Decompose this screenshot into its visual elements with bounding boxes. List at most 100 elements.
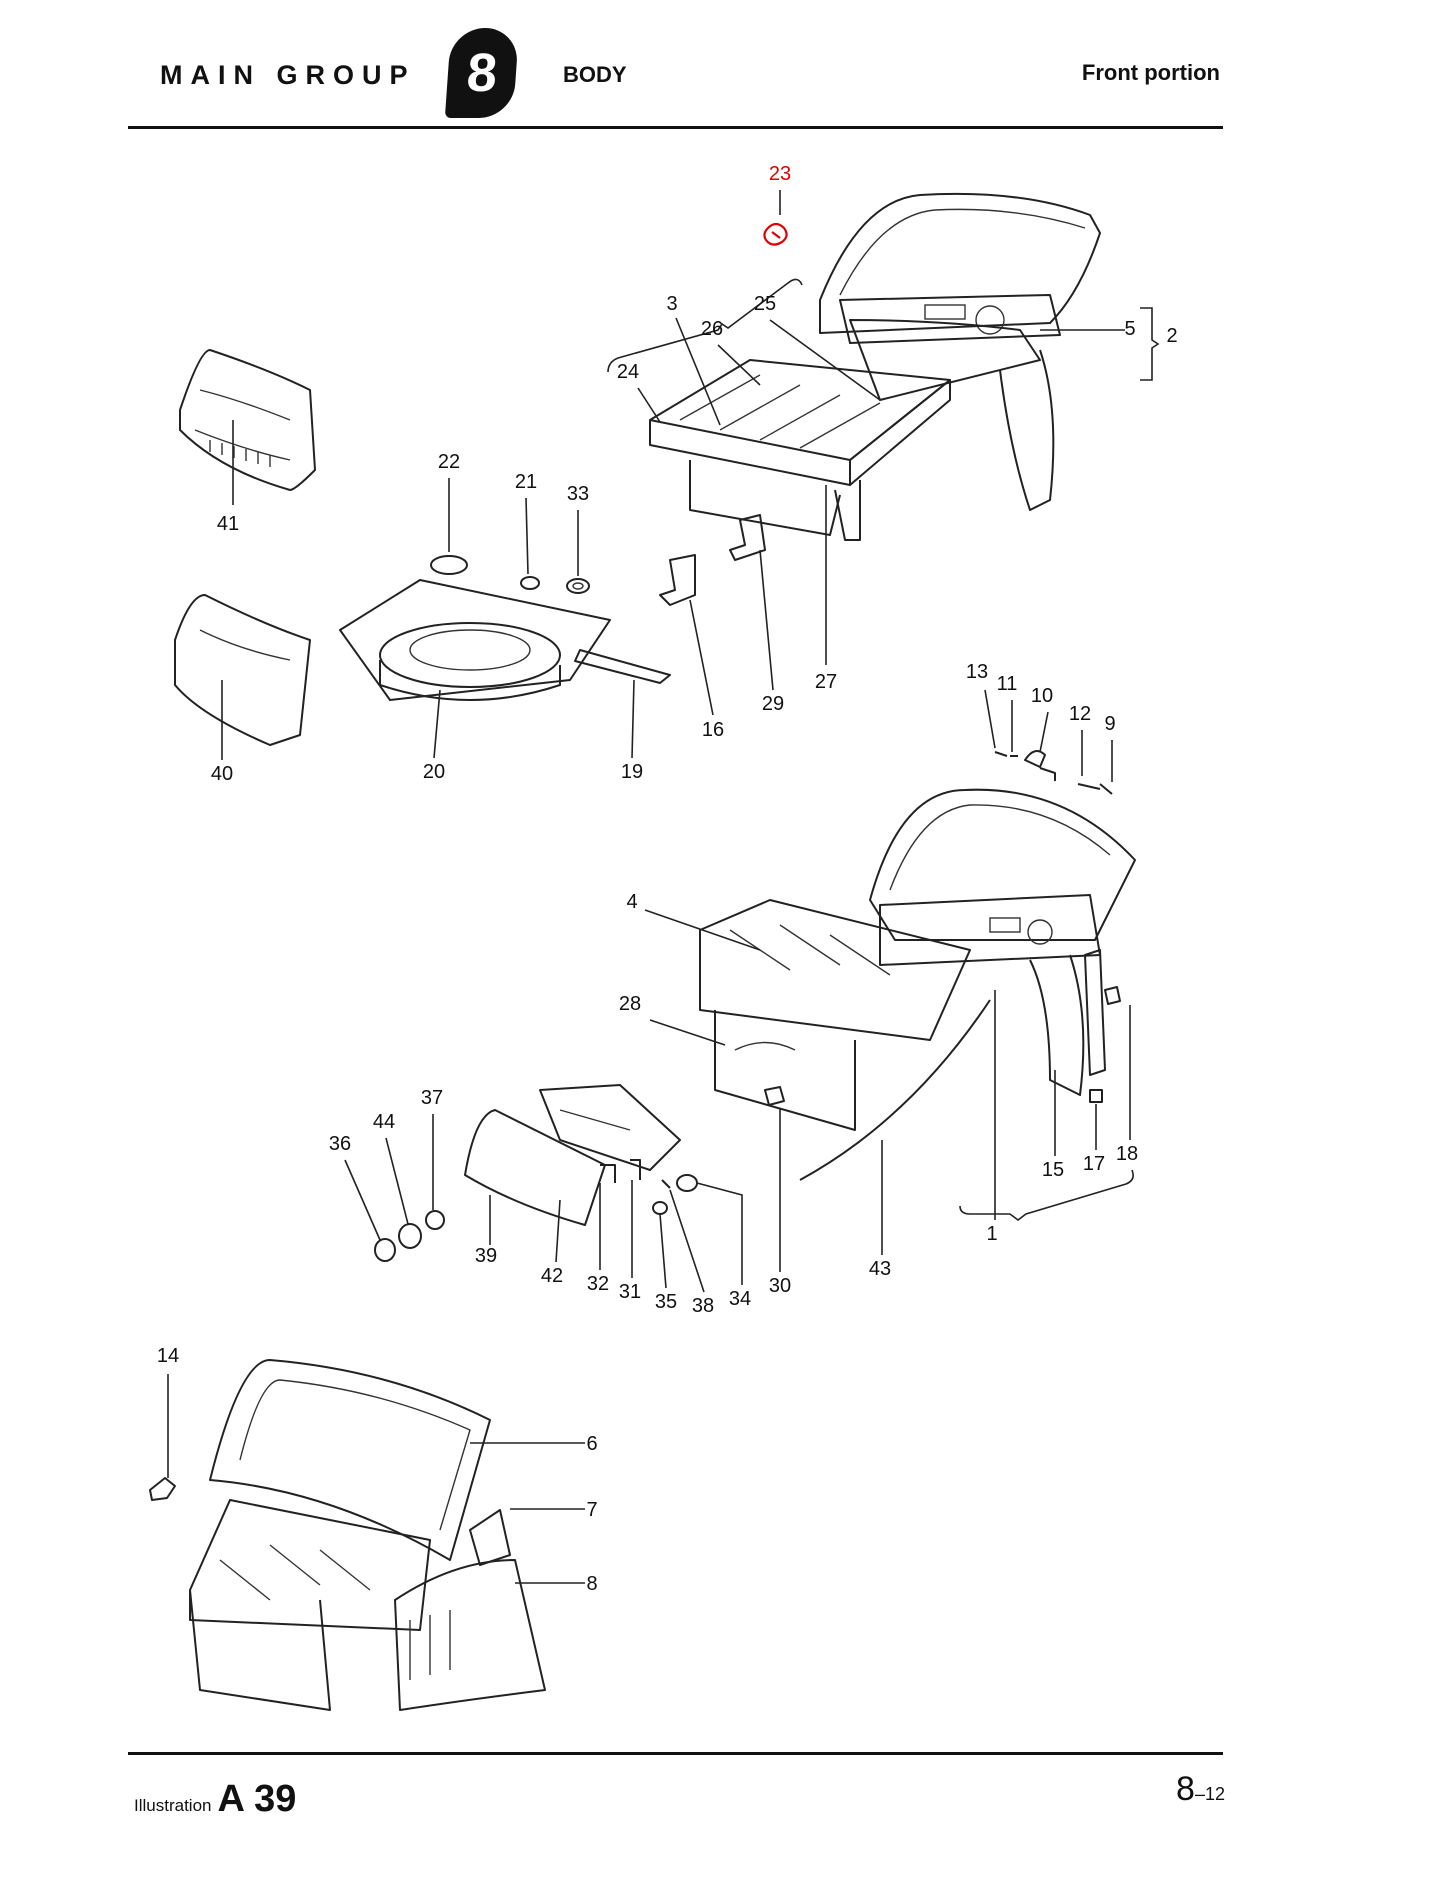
callout-29[interactable]: 29 xyxy=(762,693,784,715)
part-18-bracket[interactable] xyxy=(1104,986,1121,1005)
part-37-nut[interactable] xyxy=(425,1210,445,1230)
part-35-nut[interactable] xyxy=(652,1201,668,1215)
callout-23[interactable]: 23 xyxy=(769,163,791,185)
part-41-front-apron[interactable] xyxy=(179,349,316,491)
part-43-cable[interactable] xyxy=(799,999,991,1181)
callout-26[interactable]: 26 xyxy=(701,318,723,340)
callout-1[interactable]: 1 xyxy=(986,1223,997,1245)
callout-7[interactable]: 7 xyxy=(586,1499,597,1521)
part-28-front-panel[interactable] xyxy=(714,1010,856,1131)
main-group-title: MAIN GROUP xyxy=(160,60,416,90)
callout-20[interactable]: 20 xyxy=(423,761,445,783)
callout-41[interactable]: 41 xyxy=(217,513,239,535)
part-33-grommet[interactable] xyxy=(566,578,590,594)
part-1-front-body-assembly[interactable] xyxy=(869,788,1136,1096)
part-small-fittings-9-13[interactable] xyxy=(994,750,1113,795)
callout-28[interactable]: 28 xyxy=(619,993,641,1015)
callout-40[interactable]: 40 xyxy=(211,763,233,785)
callout-14[interactable]: 14 xyxy=(157,1345,179,1367)
page-number-sub: –12 xyxy=(1194,1784,1225,1804)
part-2-front-assembly[interactable] xyxy=(819,192,1101,511)
leader-line-21 xyxy=(525,497,529,575)
callout-3[interactable]: 3 xyxy=(666,293,677,315)
leader-line-29 xyxy=(759,549,774,691)
part-3-front-panel[interactable] xyxy=(649,359,951,541)
callout-25[interactable]: 25 xyxy=(754,293,776,315)
header-rule xyxy=(128,126,1223,129)
callout-18[interactable]: 18 xyxy=(1116,1143,1138,1165)
callout-21[interactable]: 21 xyxy=(515,471,537,493)
callout-39[interactable]: 39 xyxy=(475,1245,497,1267)
callout-22[interactable]: 22 xyxy=(438,451,460,473)
part-19-strut[interactable] xyxy=(574,649,671,684)
leader-line-36 xyxy=(344,1159,381,1241)
callout-9[interactable]: 9 xyxy=(1104,713,1115,735)
part-23-clip[interactable] xyxy=(763,222,788,246)
callout-44[interactable]: 44 xyxy=(373,1111,395,1133)
leader-line-25 xyxy=(769,319,881,401)
part-drawings xyxy=(149,192,1136,1711)
callout-4[interactable]: 4 xyxy=(626,891,637,913)
callout-8[interactable]: 8 xyxy=(586,1573,597,1595)
leader-line-38 xyxy=(669,1189,705,1293)
callout-16[interactable]: 16 xyxy=(702,719,724,741)
part-8-wheelhouse[interactable] xyxy=(394,1559,546,1711)
part-16-bracket[interactable] xyxy=(659,554,696,606)
callout-43[interactable]: 43 xyxy=(869,1258,891,1280)
part-7-bracket[interactable] xyxy=(469,1509,511,1566)
footer-rule xyxy=(128,1752,1223,1755)
leader-line-35 xyxy=(659,1213,667,1289)
subsection-title: Front portion xyxy=(1081,60,1220,85)
part-15-pillar[interactable] xyxy=(1084,949,1106,1076)
part-17-bracket[interactable] xyxy=(1089,1089,1103,1103)
callout-2[interactable]: 2 xyxy=(1166,325,1177,347)
part-32-bracket[interactable] xyxy=(600,1164,616,1183)
callout-11[interactable]: 11 xyxy=(997,673,1018,695)
part-42-front-panel-reinforcement[interactable] xyxy=(539,1084,681,1171)
leader-line-19 xyxy=(631,679,635,759)
callout-34[interactable]: 34 xyxy=(729,1288,751,1310)
callout-35[interactable]: 35 xyxy=(655,1291,677,1313)
part-22-grommet[interactable] xyxy=(430,555,468,575)
callout-27[interactable]: 27 xyxy=(815,671,837,693)
callout-12[interactable]: 12 xyxy=(1069,703,1091,725)
part-4-luggage-floor[interactable] xyxy=(699,899,971,1041)
part-21-grommet[interactable] xyxy=(520,576,540,590)
part-34-cap[interactable] xyxy=(676,1174,698,1192)
part-39-front-cross-panel[interactable] xyxy=(464,1109,606,1226)
callout-15[interactable]: 15 xyxy=(1042,1159,1064,1181)
part-30-plug[interactable] xyxy=(764,1086,785,1106)
leader-line-20 xyxy=(433,689,441,759)
part-44-bushing[interactable] xyxy=(398,1223,422,1249)
callout-10[interactable]: 10 xyxy=(1031,685,1053,707)
part-14-hinge-clip[interactable] xyxy=(149,1477,176,1501)
callout-37[interactable]: 37 xyxy=(421,1087,443,1109)
part-20-spare-wheel-well[interactable] xyxy=(339,579,611,701)
callout-5[interactable]: 5 xyxy=(1124,318,1135,340)
part-31-bracket[interactable] xyxy=(630,1159,641,1180)
callout-17[interactable]: 17 xyxy=(1083,1153,1105,1175)
callout-19[interactable]: 19 xyxy=(621,761,643,783)
callout-38[interactable]: 38 xyxy=(692,1295,714,1317)
leader-line-10 xyxy=(1039,711,1049,753)
callout-13[interactable]: 13 xyxy=(966,661,988,683)
part-40-front-apron[interactable] xyxy=(174,594,311,746)
callout-30[interactable]: 30 xyxy=(769,1275,791,1297)
callout-31[interactable]: 31 xyxy=(619,1281,641,1303)
part-6-windscreen-frame[interactable] xyxy=(209,1359,491,1561)
part-29-bracket[interactable] xyxy=(729,514,766,561)
callout-33[interactable]: 33 xyxy=(567,483,589,505)
callout-32[interactable]: 32 xyxy=(587,1273,609,1295)
callout-24[interactable]: 24 xyxy=(617,361,639,383)
callout-42[interactable]: 42 xyxy=(541,1265,563,1287)
part-36-washer[interactable] xyxy=(374,1238,396,1262)
part-body-front-section[interactable] xyxy=(189,1499,431,1711)
leader-line-34 xyxy=(696,1182,743,1285)
leader-line-3 xyxy=(675,317,721,426)
page-number-main: 8 xyxy=(1176,1770,1195,1808)
callout-6[interactable]: 6 xyxy=(586,1433,597,1455)
part-38-bolt[interactable] xyxy=(661,1179,671,1189)
leader-line-13 xyxy=(984,689,996,749)
callout-36[interactable]: 36 xyxy=(329,1133,351,1155)
